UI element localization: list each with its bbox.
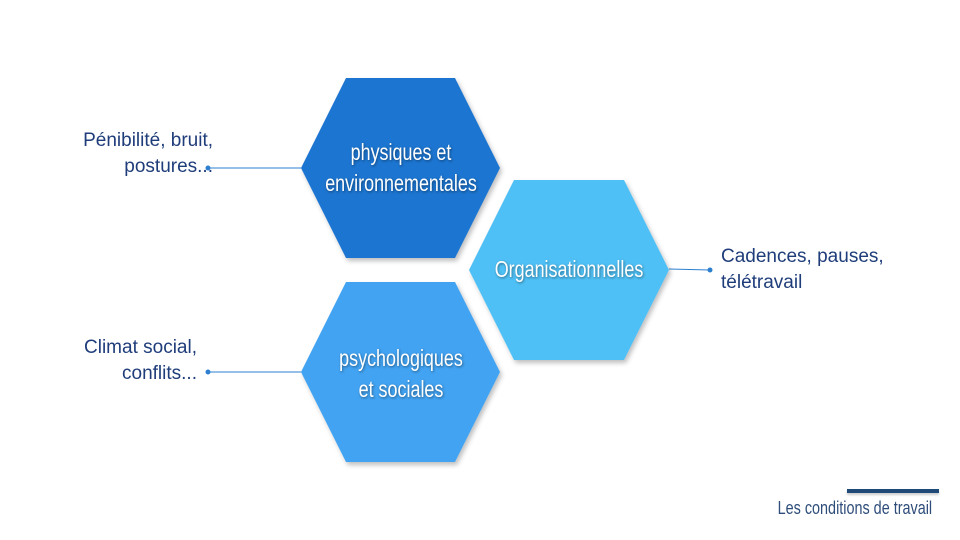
footer-accent-bar: [847, 489, 939, 493]
note-physiques: Pénibilité, bruit, postures...: [83, 128, 213, 180]
note-line: Climat social,: [84, 337, 197, 358]
note-psycho: Climat social, conflits...: [84, 335, 197, 387]
note-organisation: Cadences, pauses, télétravail: [721, 244, 884, 296]
footer-title: Les conditions de travail: [777, 498, 933, 518]
connector-dot: [707, 267, 713, 273]
label-line: psychologiques: [339, 345, 463, 371]
hexagon-physiques-label: physiques et environnementales: [323, 137, 479, 199]
label-line: Organisationnelles: [494, 256, 644, 282]
hexagon-organisation: [469, 180, 669, 360]
note-line: Pénibilité, bruit,: [83, 130, 213, 151]
label-line: environnementales: [325, 170, 477, 196]
hexagon-psycho: [301, 282, 500, 462]
note-line: postures...: [124, 156, 213, 177]
note-line: Cadences, pauses,: [721, 246, 884, 267]
note-line: conflits...: [122, 363, 197, 384]
hexagon-organisation-label: Organisationnelles: [491, 254, 647, 285]
connector-dot: [205, 165, 211, 171]
label-line: et sociales: [358, 376, 444, 402]
hexagon-psycho-label: psychologiques et sociales: [323, 343, 479, 405]
label-line: physiques et: [350, 139, 452, 165]
connector-dot: [205, 369, 211, 375]
hexagon-physiques: [301, 78, 500, 258]
connector-organisation: [668, 268, 711, 271]
note-line: télétravail: [721, 272, 803, 293]
